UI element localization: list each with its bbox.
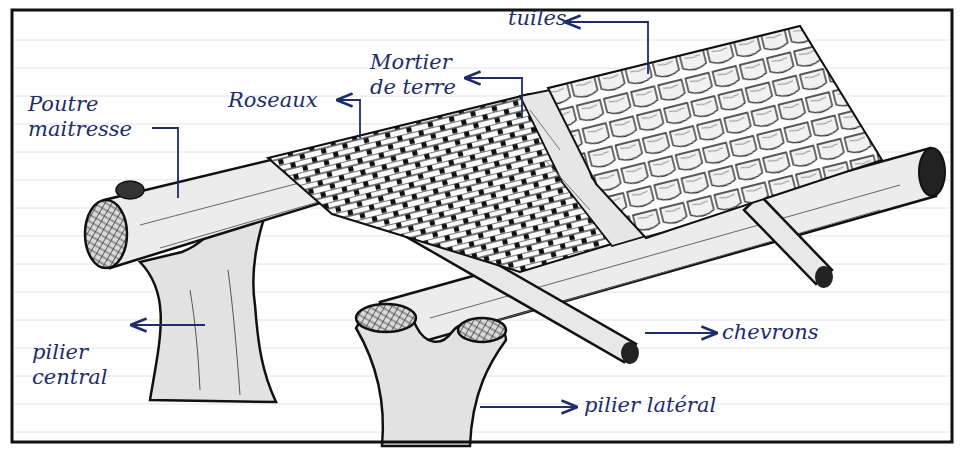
- part-label: Poutre maitresse: [28, 92, 152, 142]
- pillar-end: [356, 304, 416, 332]
- rafter-end: [815, 266, 833, 288]
- rafter-end: [621, 342, 639, 364]
- part-label: Mortier de terre: [370, 50, 462, 100]
- part-label: Roseaux: [228, 88, 318, 113]
- beam-end: [919, 148, 945, 196]
- part-label: pilier central: [32, 340, 156, 390]
- bark-lines: [190, 270, 240, 395]
- pillar-end: [458, 318, 506, 342]
- tile-layer: [548, 26, 882, 238]
- part-label: chevrons: [722, 320, 819, 345]
- part-label: pilier latéral: [584, 393, 716, 418]
- part-label: tuiles: [508, 6, 567, 31]
- leader-lines: [132, 22, 716, 407]
- frame: [12, 10, 952, 442]
- beam-end: [85, 200, 127, 268]
- beam-knot: [116, 181, 144, 199]
